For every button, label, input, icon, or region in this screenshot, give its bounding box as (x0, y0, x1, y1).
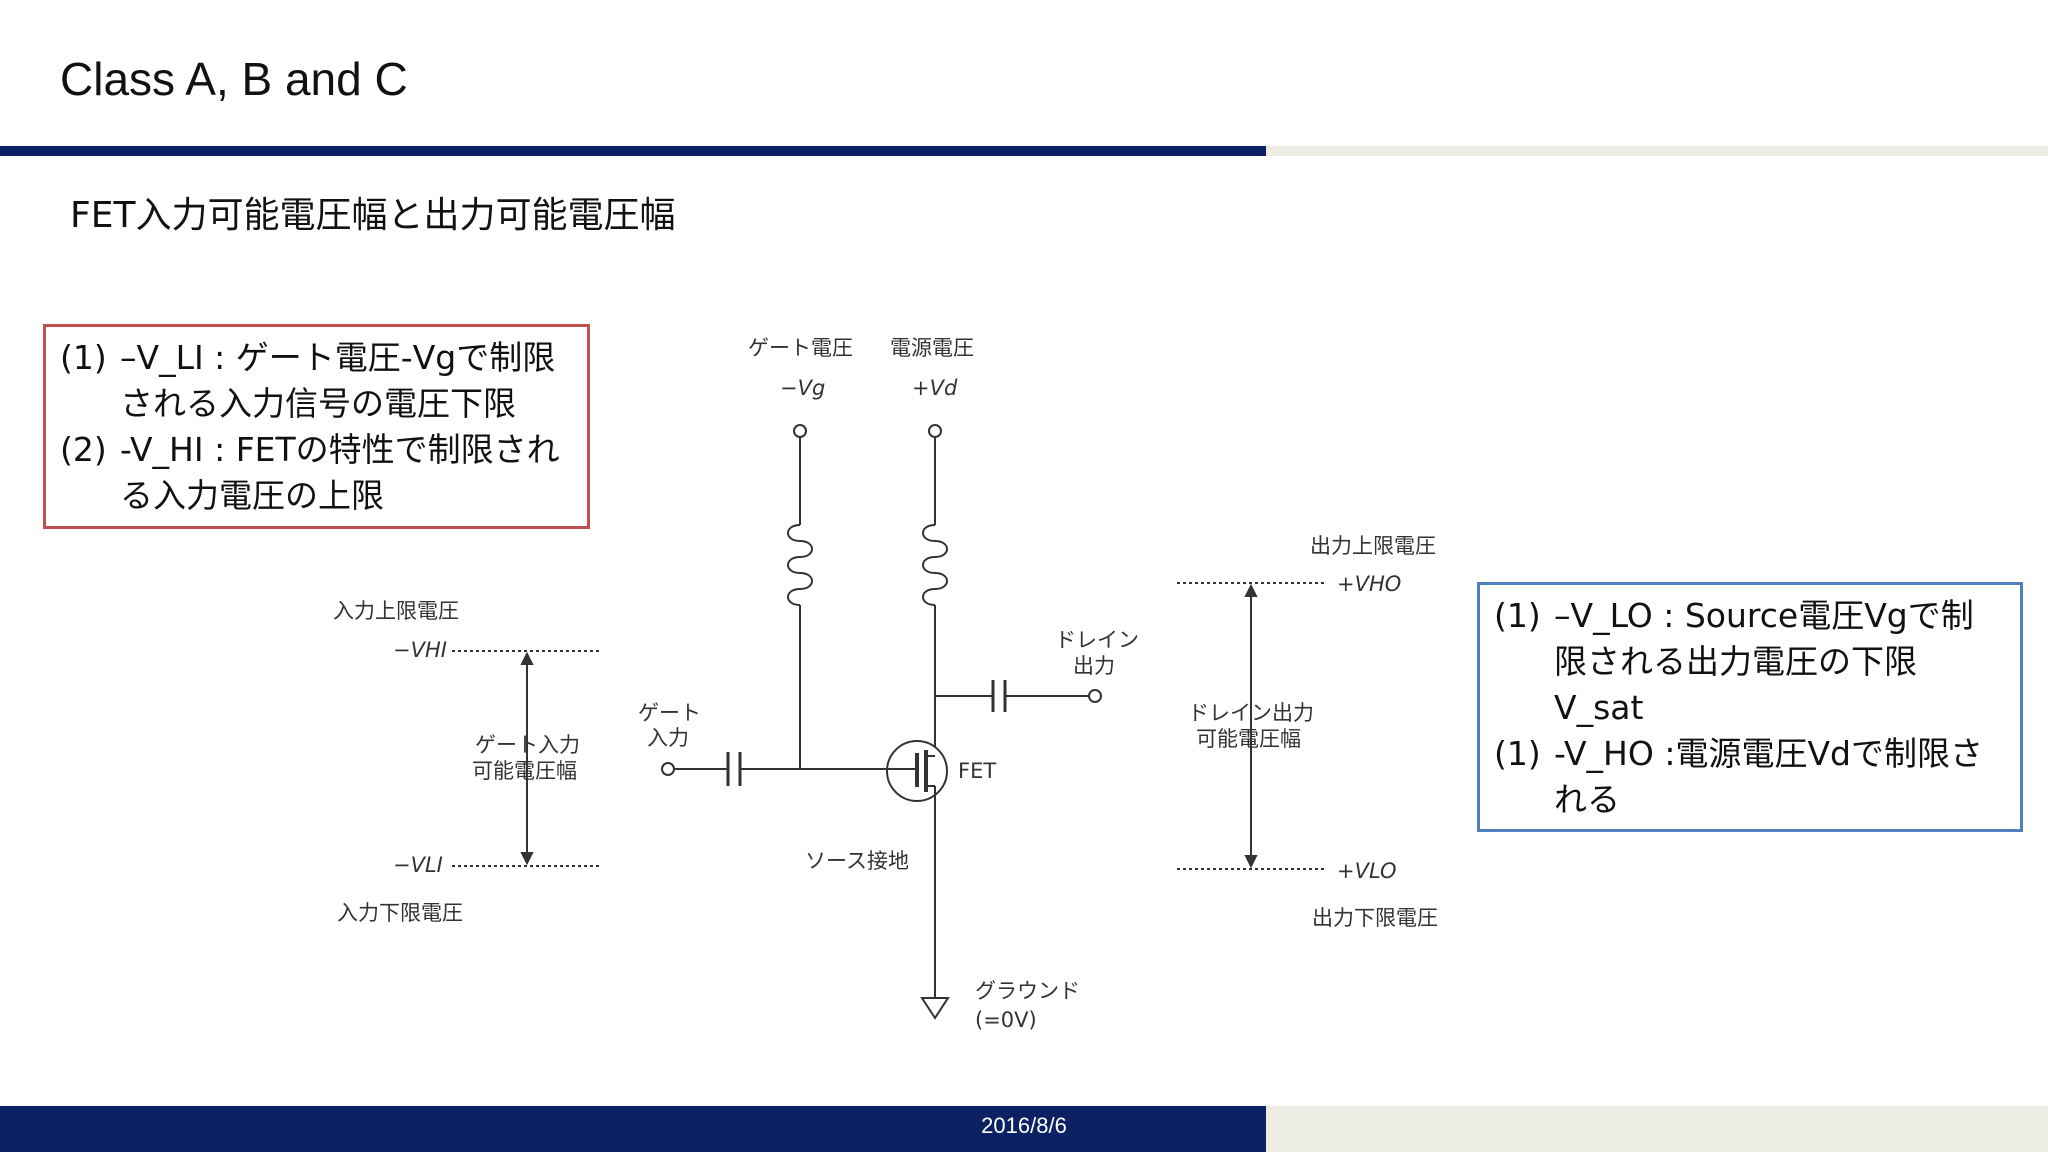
input-upper-voltage-label: 入力上限電圧 (333, 599, 459, 623)
input-upper-symbol: −VHI (393, 638, 447, 662)
footer-bar-right (1266, 1106, 2048, 1152)
gate-range-label-1: ゲート入力 (475, 733, 580, 757)
output-limits-note-box: (1) –V_LO : Source電圧Vgで制限される出力電圧の下限 V_sa… (1477, 582, 2023, 832)
input-lower-voltage-label: 入力下限電圧 (337, 901, 463, 925)
drain-output-label-1: ドレイン (1055, 628, 1139, 652)
gate-input-label-2: 入力 (647, 726, 689, 750)
slide-title: Class A, B and C (60, 53, 408, 105)
gate-inductor (787, 524, 813, 606)
input-lower-symbol: −VLI (393, 853, 443, 877)
note-item-number: (1) (1494, 596, 1541, 635)
output-lower-voltage-label: 出力下限電圧 (1312, 906, 1438, 930)
note-item-text: -V_HO :電源電圧Vdで制限される (1554, 734, 1983, 819)
note-item-text: –V_LO : Source電圧Vgで制限される出力電圧の下限 V_sat (1554, 596, 1974, 727)
gate-voltage-symbol: −Vg (780, 376, 825, 400)
output-lower-symbol: +VLO (1337, 859, 1397, 883)
note-item: (1) –V_LI : ゲート電圧-Vgで制限される入力信号の電圧下限 (60, 335, 573, 427)
header-bar-right (1266, 146, 2048, 156)
output-upper-symbol: +VHO (1337, 572, 1401, 596)
input-limits-note-box: (1) –V_LI : ゲート電圧-Vgで制限される入力信号の電圧下限 (2) … (43, 324, 590, 529)
source-ground-label: ソース接地 (805, 849, 909, 873)
supply-voltage-label: 電源電圧 (890, 336, 974, 360)
ground-label-2: (=0V) (975, 1008, 1037, 1032)
gate-input-label-1: ゲート (638, 701, 701, 725)
supply-voltage-symbol: +Vd (912, 376, 958, 400)
slide-subtitle: FET入力可能電圧幅と出力可能電圧幅 (70, 195, 676, 236)
gate-voltage-label: ゲート電圧 (748, 336, 853, 360)
note-item: (1) –V_LO : Source電圧Vgで制限される出力電圧の下限 V_sa… (1494, 593, 2006, 731)
drain-inductor (922, 524, 948, 606)
note-item-number: (1) (1494, 734, 1541, 773)
drain-output-label-2: 出力 (1073, 654, 1115, 678)
note-item-number: (2) (60, 430, 107, 469)
drain-range-label-2: 可能電圧幅 (1196, 727, 1301, 751)
fet-symbol (886, 740, 948, 802)
gate-voltage-terminal (793, 424, 807, 438)
header-bar-left (0, 146, 1266, 156)
fet-label: FET (958, 759, 996, 783)
ground-label-1: グラウンド (975, 979, 1080, 1003)
note-item: (1) -V_HO :電源電圧Vdで制限される (1494, 731, 2006, 823)
note-item-text: –V_LI : ゲート電圧-Vgで制限される入力信号の電圧下限 (120, 338, 556, 423)
supply-voltage-terminal (928, 424, 942, 438)
note-item-text: -V_HI : FETの特性で制限される入力電圧の上限 (120, 430, 560, 515)
drain-output-terminal (1088, 689, 1102, 703)
drain-range-label-1: ドレイン出力 (1188, 701, 1314, 725)
footer-bar-left (0, 1106, 1266, 1152)
ground-symbol (920, 997, 950, 1020)
note-item-number: (1) (60, 338, 107, 377)
note-item: (2) -V_HI : FETの特性で制限される入力電圧の上限 (60, 427, 573, 519)
output-upper-voltage-label: 出力上限電圧 (1310, 534, 1436, 558)
gate-input-terminal (661, 762, 675, 776)
gate-range-label-2: 可能電圧幅 (472, 759, 577, 783)
footer-date: 2016/8/6 (981, 1113, 1067, 1138)
